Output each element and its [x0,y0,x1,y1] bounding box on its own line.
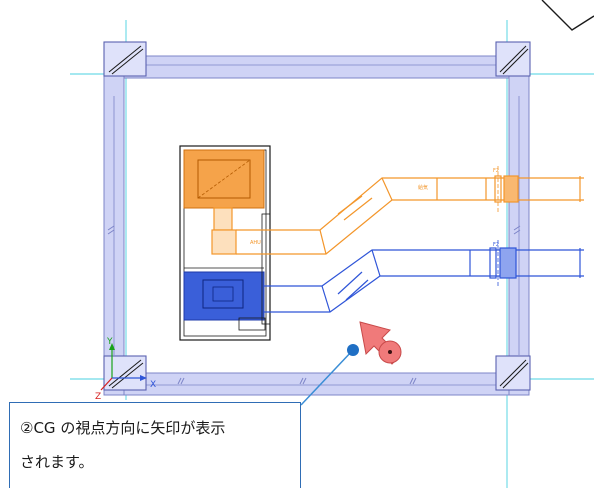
supply-duct[interactable] [211,175,584,255]
callout-leader-line [300,349,354,406]
column-hatching [108,45,529,389]
view-corner-mark [541,0,594,31]
axis-z-label: Z [95,392,101,402]
axis-indicator: Y X Z [95,337,156,402]
callout-leader-dot [347,344,359,356]
room-walls [103,55,530,396]
return-duct-tag: F2 [493,242,499,248]
cg-view-direction-arrow[interactable] [359,321,402,365]
wall-bottom [103,372,530,396]
unit-label: AHU [250,240,261,246]
axis-y-label: Y [106,337,113,347]
supply-duct-label: 給気 [418,184,428,191]
columns [103,41,531,391]
axis-x-label: X [150,380,156,390]
callout-text-line2: されます。 [20,453,94,471]
air-handling-unit[interactable] [179,145,271,341]
return-duct[interactable] [264,247,584,313]
supply-duct-tag: F2 [493,168,499,174]
wall-tick-marks [107,225,521,385]
wall-inner-lines [113,64,520,386]
wall-top [103,55,530,79]
callout-box: ②CG の視点方向に矢印が表示 されます。 [9,402,301,488]
callout-text-line1: ②CG の視点方向に矢印が表示 [20,419,226,437]
return-fan-section [183,271,265,321]
